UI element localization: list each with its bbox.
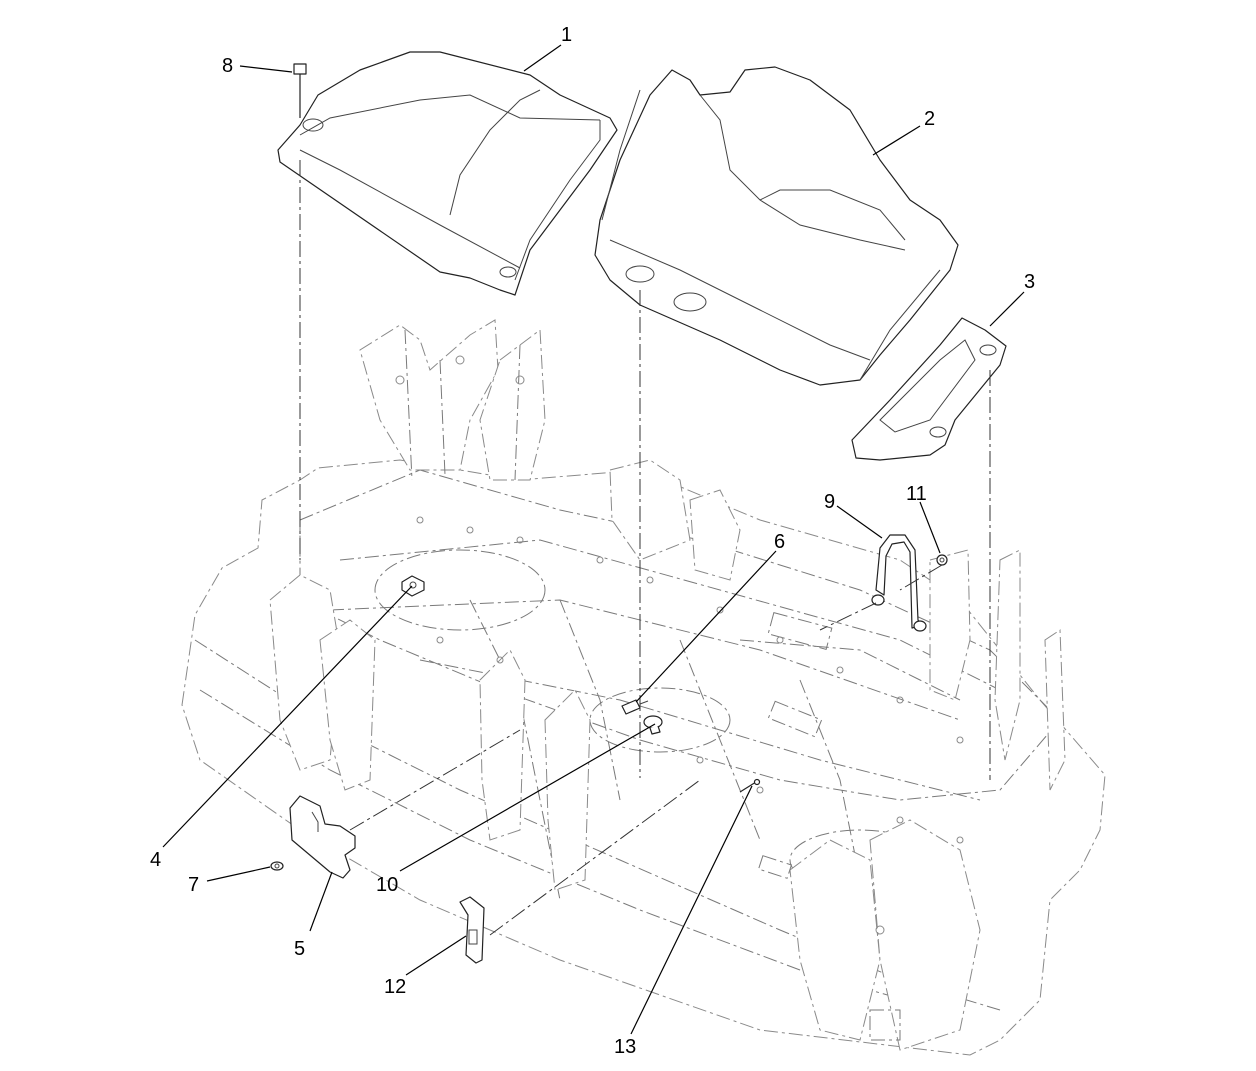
- callout-4: 4: [150, 849, 161, 871]
- callout-11: 11: [906, 483, 927, 505]
- callout-8: 8: [222, 55, 233, 77]
- part-11-nut: [936, 554, 948, 566]
- callout-3: 3: [1024, 271, 1035, 293]
- callout-5: 5: [294, 938, 305, 960]
- callout-6: 6: [774, 531, 785, 553]
- part-12-latch: [459, 896, 485, 964]
- part-13-screw: [739, 778, 761, 793]
- part-1-left-cover: [277, 51, 618, 296]
- part-2-center-shroud: [594, 66, 959, 386]
- part-10-bushing: [643, 715, 663, 735]
- callout-2: 2: [924, 108, 935, 130]
- callout-10: 10: [376, 874, 398, 896]
- leader-lines: [162, 44, 1025, 1035]
- part-8-bolt: [293, 63, 307, 118]
- callouts: 1 2 3 4 5 6 7 8 9 10 11 12 13: [150, 24, 1035, 1058]
- assembly-guides: [299, 160, 991, 936]
- callout-1: 1: [561, 24, 572, 46]
- part-5-plate: [289, 795, 356, 879]
- callout-9: 9: [824, 491, 835, 513]
- part-3-right-bracket: [851, 317, 1007, 461]
- callout-13: 13: [614, 1036, 636, 1058]
- callout-12: 12: [384, 976, 406, 998]
- deck-frame: [181, 319, 1106, 1056]
- part-7-nut: [270, 861, 284, 871]
- part-9-strap: [871, 534, 927, 632]
- callout-7: 7: [188, 874, 199, 896]
